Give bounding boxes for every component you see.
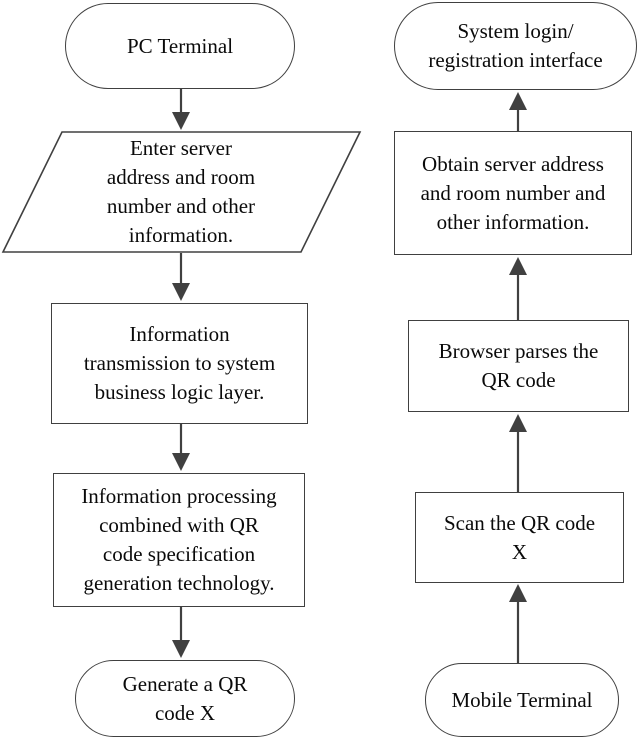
arrow-down-enter-to-transmission: [172, 253, 190, 301]
node-system-login-interface: System login/ registration interface: [394, 2, 637, 90]
node-pc-terminal: PC Terminal: [65, 3, 295, 89]
parallelogram-shape: [1, 131, 362, 253]
node-information-transmission: Information transmission to system busin…: [51, 303, 308, 424]
node-browser-parses-qr: Browser parses the QR code: [408, 320, 629, 412]
node-information-processing: Information processing combined with QR …: [53, 473, 305, 607]
node-obtain-server-info: Obtain server address and room number an…: [394, 131, 632, 255]
arrow-down-processing-to-generate: [172, 607, 190, 658]
arrow-down-pc-to-enter: [172, 89, 190, 130]
arrow-up-scan-to-browser: [509, 414, 527, 492]
node-enter-info: Enter server address and room number and…: [106, 135, 256, 247]
node-scan-qr-code: Scan the QR code X: [415, 492, 624, 583]
arrow-up-browser-to-obtain: [509, 257, 527, 320]
arrow-up-mobile-to-scan: [509, 584, 527, 663]
arrow-up-obtain-to-login: [509, 92, 527, 131]
node-mobile-terminal: Mobile Terminal: [425, 663, 619, 737]
node-generate-qr-code: Generate a QR code X: [75, 660, 295, 737]
arrow-down-transmission-to-processing: [172, 424, 190, 471]
